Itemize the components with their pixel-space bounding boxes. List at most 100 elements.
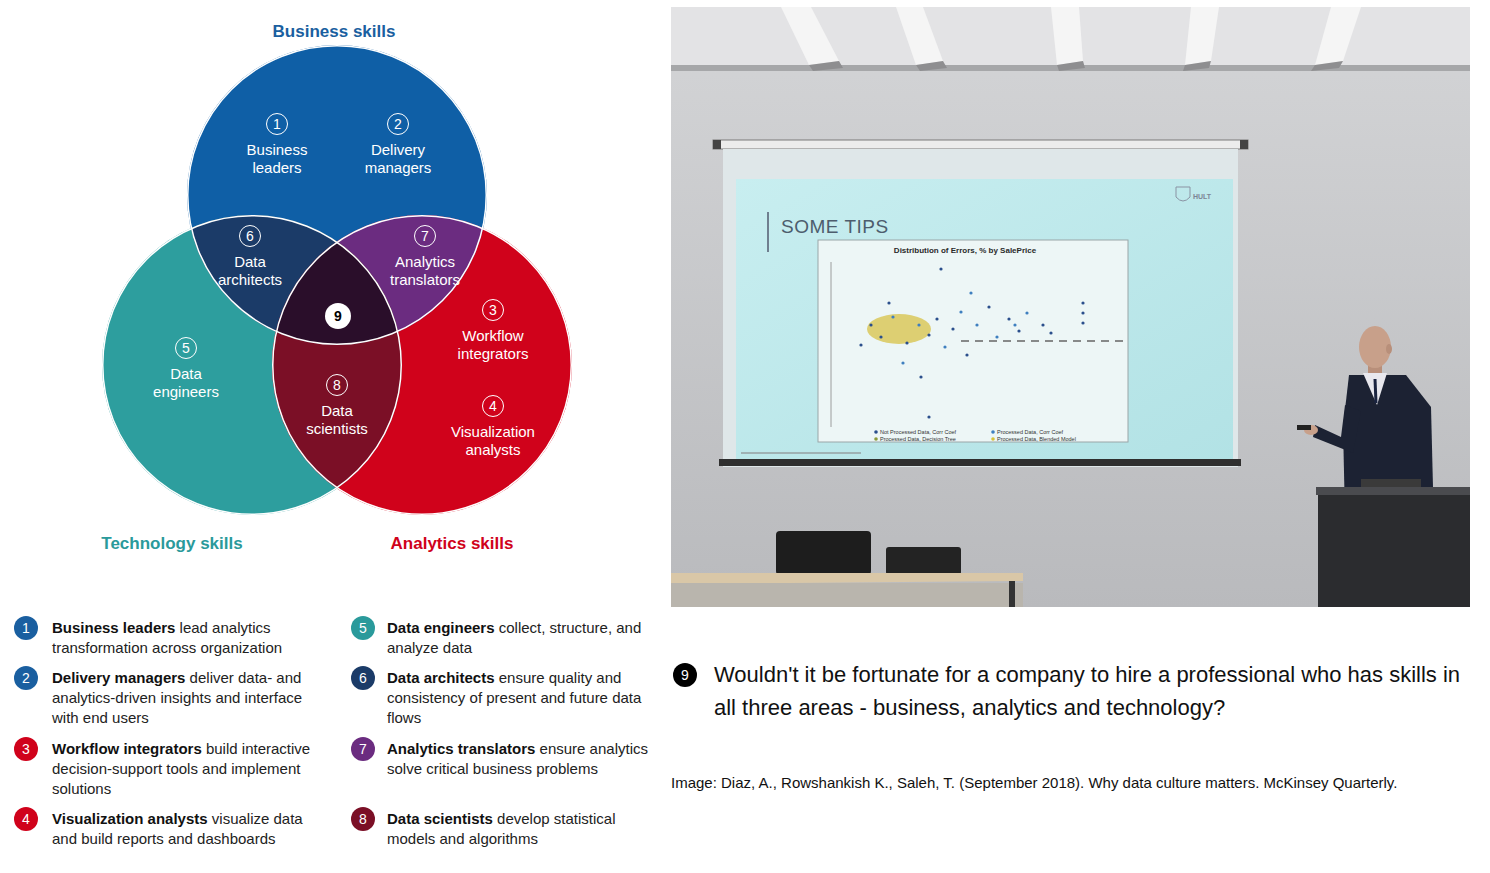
- callout-number: 2: [22, 671, 30, 685]
- ceiling: [896, 7, 943, 65]
- analytics-area: [272, 215, 572, 515]
- scatter-chart: [951, 327, 954, 330]
- ceiling: [1315, 7, 1361, 65]
- role-name: Business leaders: [232, 141, 322, 177]
- venn-circle: Business skills1Business leaders2Deliver…: [187, 45, 487, 345]
- role-name: Data architects: [205, 253, 295, 289]
- scatter-chart: [901, 361, 904, 364]
- projection-screen: [741, 452, 861, 454]
- table-and-chairs: [671, 573, 1023, 584]
- venn-region: 1Business leaders: [222, 113, 332, 177]
- callout-number: 4: [22, 812, 30, 826]
- table-and-chairs: [671, 531, 1023, 607]
- scatter-chart: [859, 343, 862, 346]
- overlap-area: [272, 215, 572, 515]
- slide-title: SOME TIPS: [781, 216, 941, 238]
- question-text: Wouldn't it be fortunate for a company t…: [714, 658, 1476, 724]
- scatter-chart: [891, 315, 894, 318]
- number-badge: 9: [673, 663, 697, 687]
- scatter-chart: [935, 317, 938, 320]
- ceiling: [671, 7, 1470, 65]
- venn-region: 3Workflow integrators: [438, 299, 548, 363]
- role-name: Workflow integrators: [448, 327, 538, 363]
- ceiling: [1051, 7, 1083, 65]
- ceiling: [1183, 61, 1211, 71]
- venn-region: 8Data scientists: [282, 374, 392, 438]
- callout-number: 3: [22, 742, 30, 756]
- scatter-chart: [939, 267, 942, 270]
- callout-number: 8: [359, 812, 367, 826]
- scatter-chart: [1081, 311, 1084, 314]
- scatter-chart: [1041, 323, 1044, 326]
- scatter-chart: [874, 437, 878, 441]
- podium: [1318, 495, 1470, 607]
- podium: [1316, 487, 1470, 495]
- venn-circle: Technology skills5Data engineers8Data sc…: [102, 215, 402, 515]
- projection-screen: [713, 140, 1248, 149]
- scatter-chart: [887, 301, 890, 304]
- role-name: Data engineers: [141, 365, 231, 401]
- venn-region: 6Data architects: [195, 225, 305, 289]
- table-and-chairs: [886, 547, 961, 575]
- projection-screen: [723, 149, 1238, 467]
- projection-screen: [713, 140, 721, 149]
- role-name: Delivery managers: [52, 669, 185, 686]
- table-and-chairs: [671, 583, 1023, 607]
- legend-item: Data scientistsdevelop statistical model…: [387, 809, 649, 849]
- scatter-chart: [927, 415, 930, 418]
- number-badge: 8: [351, 807, 375, 831]
- scatter-chart: [917, 323, 920, 326]
- chart-title: Distribution of Errors, % by SalePrice: [830, 246, 1100, 256]
- scatter-chart: [959, 310, 962, 313]
- presenter: [1297, 425, 1311, 430]
- logo-text: HULT: [1193, 193, 1223, 201]
- role-name: Business leaders: [52, 619, 175, 636]
- legend-item: Workflow integratorsbuild interactive de…: [52, 739, 314, 799]
- presenter: [1375, 379, 1376, 403]
- legend-item: Analytics translatorsensure analytics so…: [387, 739, 649, 779]
- table-and-chairs: [776, 531, 871, 575]
- scatter-chart: [1081, 321, 1084, 324]
- ceiling: [809, 61, 843, 71]
- role-name: Data scientists: [387, 810, 493, 827]
- podium: [1316, 479, 1470, 607]
- scatter-chart: [874, 430, 878, 434]
- role-name: Workflow integrators: [52, 740, 202, 757]
- overlap-area: [272, 215, 572, 515]
- callout-number: 8: [326, 374, 348, 396]
- scatter-chart: [991, 437, 995, 441]
- scatter-chart: [1049, 331, 1052, 334]
- legend-item: Data engineerscollect, structure, and an…: [387, 618, 649, 658]
- scatter-chart: [1017, 329, 1020, 332]
- circle-outline: [272, 215, 572, 515]
- scatter-chart: [965, 353, 968, 356]
- scatter-chart: [995, 335, 998, 338]
- scatter-chart: [818, 240, 1128, 442]
- role-name: Data architects: [387, 669, 495, 686]
- wall: [671, 7, 1470, 607]
- circle-outline: [187, 45, 487, 345]
- scatter-chart: [975, 323, 978, 326]
- chart-legend-text: Not Processed Data, Corr Coef: [880, 429, 990, 436]
- callout-number: 1: [22, 621, 30, 635]
- role-name: Analytics translators: [387, 740, 535, 757]
- callout-number: 9: [681, 668, 689, 682]
- scatter-chart: [1025, 311, 1028, 314]
- role-name: Data engineers: [387, 619, 495, 636]
- presenter: [1313, 405, 1361, 453]
- projection-screen: [767, 212, 769, 252]
- role-name: Data scientists: [292, 402, 382, 438]
- circle-heading: Analytics skills: [302, 534, 602, 554]
- presenter: [1363, 373, 1387, 405]
- chart-legend-text: Processed Data, Decision Tree: [880, 436, 990, 443]
- number-badge: 5: [351, 616, 375, 640]
- scatter-chart: [987, 305, 990, 308]
- scatter-chart: [919, 375, 922, 378]
- circle-outline: [188, 46, 487, 345]
- projection-screen: [713, 140, 1248, 467]
- venn-circle: Analytics skills3Workflow integrators4Vi…: [272, 215, 572, 515]
- legend-item: Data architectsensure quality and consis…: [387, 668, 649, 728]
- callout-number: 7: [414, 225, 436, 247]
- scatter-chart: [1007, 317, 1010, 320]
- center-marker: 9: [325, 303, 351, 329]
